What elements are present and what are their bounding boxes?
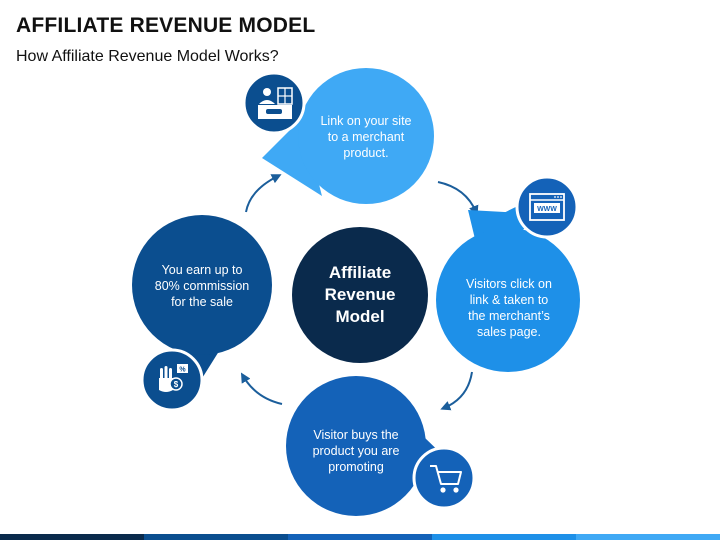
arrow-link-to-visit <box>437 181 479 216</box>
step-bubble-visit <box>436 200 580 372</box>
affiliate-seller-icon <box>242 71 306 135</box>
bar-segment <box>144 534 288 540</box>
svg-text:%: % <box>179 367 186 374</box>
bar-segment <box>288 534 432 540</box>
arrow-earn-to-link <box>245 174 282 213</box>
bar-segment <box>576 534 720 540</box>
page-subtitle: How Affiliate Revenue Model Works? <box>16 48 279 65</box>
step-text-visit: Visitors click on link & taken to the me… <box>466 277 552 339</box>
step-text-buy: Visitor buys the product you are promoti… <box>312 428 400 474</box>
shopping-cart-icon <box>412 446 476 510</box>
center-label-line1: Affiliate <box>328 263 392 282</box>
arrow-buy-to-earn <box>240 372 283 405</box>
page-title: AFFILIATE REVENUE MODEL <box>16 14 316 37</box>
step-bubble-link <box>262 68 434 204</box>
step-text-link: Link on your site to a merchant product. <box>320 114 412 160</box>
svg-text:WWW: WWW <box>537 206 557 213</box>
center-label: Affiliate Revenue Model <box>293 232 427 358</box>
arrow-visit-to-buy <box>440 371 473 411</box>
www-browser-icon: WWW <box>515 175 579 239</box>
step-text-earn: You earn up to 80% commission for the sa… <box>154 263 250 309</box>
center-label-line2: Revenue <box>324 285 396 304</box>
bottom-color-bar <box>0 534 720 540</box>
bar-segment <box>0 534 144 540</box>
center-circle <box>292 227 428 363</box>
bar-segment <box>432 534 576 540</box>
svg-text:$: $ <box>174 380 179 389</box>
center-label-line3: Model <box>335 307 385 326</box>
commission-hand-icon: $ % <box>140 348 204 412</box>
